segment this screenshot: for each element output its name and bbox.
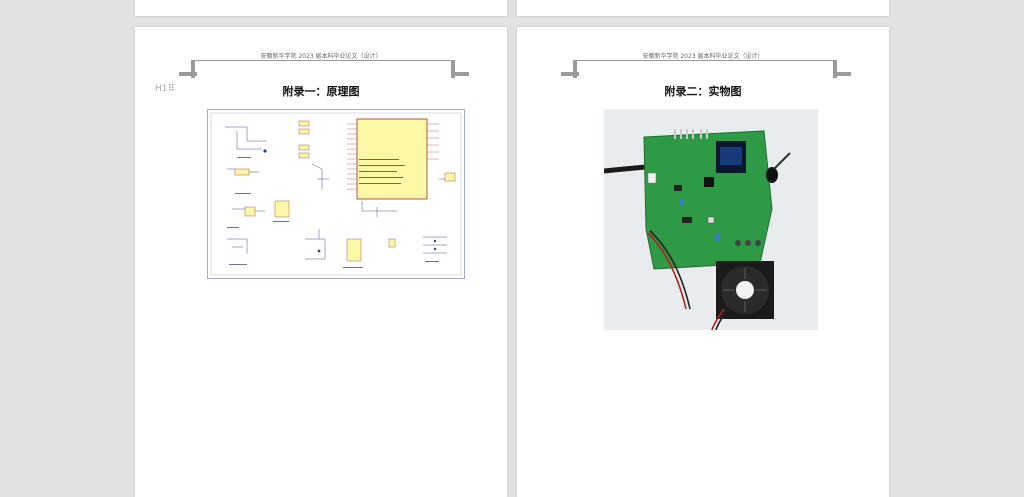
- schematic-diagram[interactable]: [207, 109, 465, 279]
- header-corner-right-v: [833, 60, 837, 78]
- page-appendix-1: 安徽新华学院 2023 届本科毕业论文（设计） H1 ⠿ 附录一：原理图: [135, 27, 507, 497]
- header-corner-left-v: [191, 60, 195, 78]
- page-header: 安徽新华学院 2023 届本科毕业论文（设计）: [260, 53, 382, 60]
- page-appendix-2: 安徽新华学院 2023 届本科毕业论文（设计） 附录二：实物图: [517, 27, 889, 497]
- page-title[interactable]: 附录一：原理图: [282, 85, 360, 98]
- header-rule: [573, 60, 833, 61]
- header-corner-right-v: [451, 60, 455, 78]
- previous-page-left: [135, 0, 507, 16]
- heading-level-marker[interactable]: H1: [155, 84, 168, 94]
- header-corner-right-h: [833, 72, 851, 76]
- header-corner-left-v: [573, 60, 577, 78]
- header-corner-right-h: [451, 72, 469, 76]
- previous-page-right: [517, 0, 889, 16]
- header-corner-left-h: [561, 72, 579, 76]
- page-title[interactable]: 附录二：实物图: [664, 85, 742, 98]
- drag-handle-icon[interactable]: ⠿: [168, 84, 175, 94]
- header-rule: [191, 60, 451, 61]
- header-corner-left-h: [179, 72, 197, 76]
- page-header: 安徽新华学院 2023 届本科毕业论文（设计）: [642, 53, 764, 60]
- pcb-photo[interactable]: [604, 109, 818, 330]
